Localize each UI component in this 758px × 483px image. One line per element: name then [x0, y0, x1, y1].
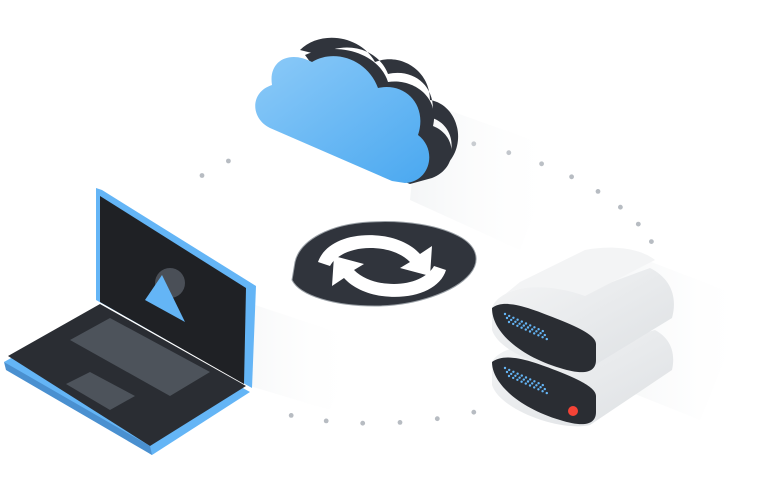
server-led-dot [533, 326, 536, 329]
server-led-dot [512, 316, 515, 319]
server-led-dot [514, 320, 517, 323]
server-led-dot [516, 378, 519, 381]
server-led-dot [507, 374, 511, 378]
server-led-dot [503, 366, 507, 370]
server-led-dot [520, 380, 523, 383]
server-led-dot [514, 374, 517, 377]
server-led-dot [505, 316, 509, 320]
connector-dot [595, 189, 601, 194]
server-led-dot [539, 332, 542, 335]
server-led-dot [543, 333, 546, 337]
server-led-dot [533, 380, 536, 383]
server-led-dot [516, 372, 519, 375]
server-led-dot [522, 378, 525, 381]
server-led-dot [541, 336, 544, 339]
server-led-dot [518, 322, 521, 325]
server-led-dot [512, 370, 515, 373]
connector-dot [618, 204, 623, 210]
server-led-dot [526, 380, 530, 383]
server-led-dot [507, 320, 511, 324]
connector-dot [323, 418, 329, 424]
server-led-dot [512, 376, 515, 380]
connector-dot [569, 174, 574, 180]
server-led-dot [533, 386, 536, 389]
connector-dot [434, 416, 440, 422]
server-led-dot [541, 329, 544, 333]
server-led-dot [545, 391, 548, 395]
server-led-dot [529, 378, 532, 381]
server-led-dot [516, 318, 519, 321]
server-led-dot [537, 382, 540, 385]
server-led-dot [537, 334, 540, 337]
server-led-dot [524, 328, 527, 331]
server-led-dot [541, 390, 544, 393]
power-led [568, 406, 578, 416]
server-led-dot [512, 322, 515, 326]
connector-dot [226, 158, 231, 164]
server-led-dot [524, 376, 528, 379]
server-led-dot [526, 326, 530, 329]
server-led-dot [537, 328, 540, 331]
server-led-dot [533, 332, 536, 335]
laptop-icon [4, 188, 256, 455]
connector-dot [397, 420, 403, 425]
server-led-dot [518, 376, 521, 379]
server-led-dot [510, 372, 513, 376]
server-led-dot [531, 382, 534, 385]
server-led-dot [520, 320, 523, 323]
server-led-dot [535, 330, 538, 333]
server-led-dots [503, 312, 548, 395]
connector-dot [649, 239, 654, 245]
server-icon [492, 247, 674, 427]
server-led-dot [524, 322, 528, 325]
server-led-dot [529, 324, 532, 327]
cloud-icon [255, 37, 459, 184]
server-led-dot [510, 318, 513, 322]
sync-icon [291, 221, 477, 307]
connector-dot [199, 173, 205, 178]
server-led-dot [535, 384, 538, 387]
server-led-dot [520, 374, 523, 377]
server-led-dot [524, 382, 527, 385]
server-led-dot [531, 328, 534, 331]
server-led-dot [543, 387, 546, 391]
connector-dot [635, 221, 641, 227]
server-led-dot [528, 384, 532, 387]
server-led-dot [539, 386, 542, 389]
server-led-dot [522, 324, 525, 327]
server-led-dot [508, 368, 511, 372]
server-led-dot [520, 326, 523, 329]
connector-dot [471, 409, 477, 415]
server-led-dot [541, 383, 544, 387]
server-led-dot [508, 314, 511, 318]
server-led-dot [505, 370, 509, 374]
server-led-dot [537, 388, 540, 391]
server-led-dot [545, 337, 548, 341]
server-led-dot [516, 324, 519, 327]
server-led-dot [528, 330, 532, 333]
connector-dot [360, 420, 366, 426]
server-led-dot [503, 312, 507, 316]
connector-dot [288, 413, 294, 418]
